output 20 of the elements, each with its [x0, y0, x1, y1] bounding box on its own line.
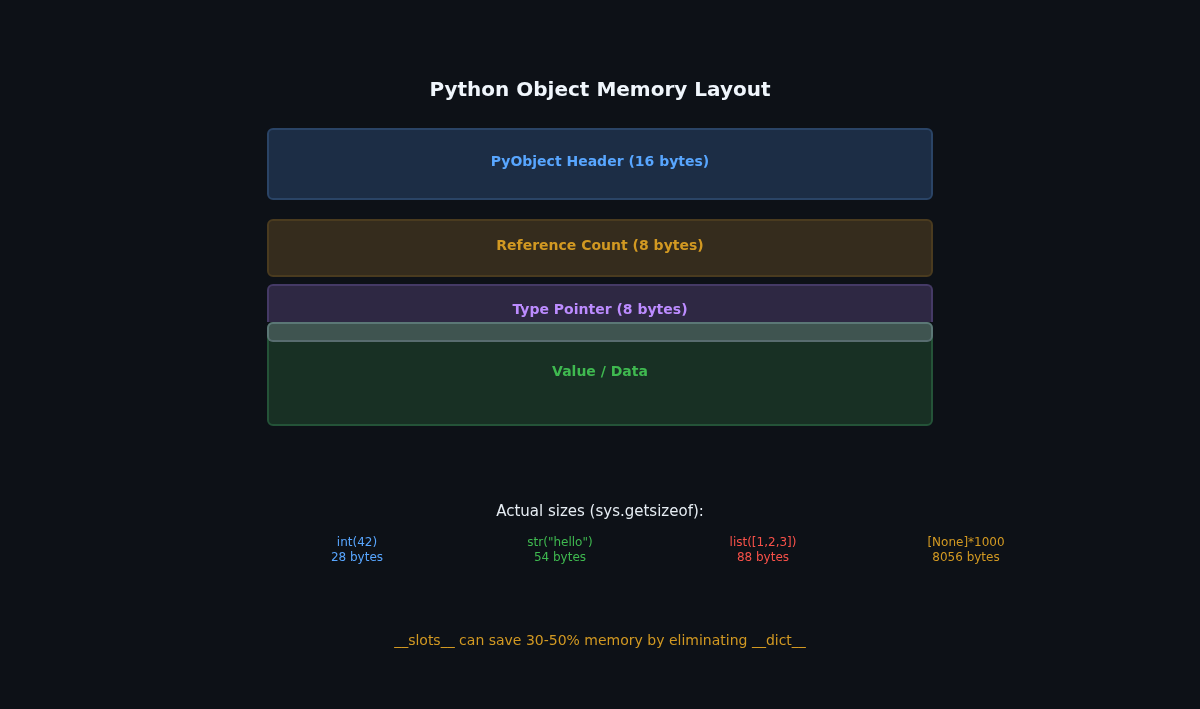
code-expression: int(42) — [336, 535, 378, 550]
code-expression: str("hello") — [527, 535, 593, 550]
size-value: 88 bytes — [736, 550, 790, 565]
data-block — [267, 322, 933, 426]
code-expression: list([1,2,3]) — [729, 535, 797, 550]
code-expression: [None]*1000 — [927, 535, 1005, 550]
section-heading: Actual sizes (sys.getsizeof): — [496, 502, 704, 520]
block-label: PyObject Header (16 bytes) — [489, 152, 711, 170]
overlap-band — [267, 322, 933, 342]
size-value: 28 bytes — [330, 550, 384, 565]
block-label: Value / Data — [551, 362, 649, 380]
footnote-text: __slots__ can save 30-50% memory by eliminating __dict__ — [394, 632, 806, 649]
size-value: 54 bytes — [533, 550, 587, 565]
size-value: 8056 bytes — [932, 550, 1000, 565]
field-block — [267, 219, 933, 277]
diagram-title: Python Object Memory Layout — [428, 77, 772, 101]
header-block — [267, 128, 933, 200]
field-block — [267, 284, 933, 322]
block-label: Type Pointer (8 bytes) — [511, 300, 689, 318]
block-label: Reference Count (8 bytes) — [495, 236, 705, 254]
